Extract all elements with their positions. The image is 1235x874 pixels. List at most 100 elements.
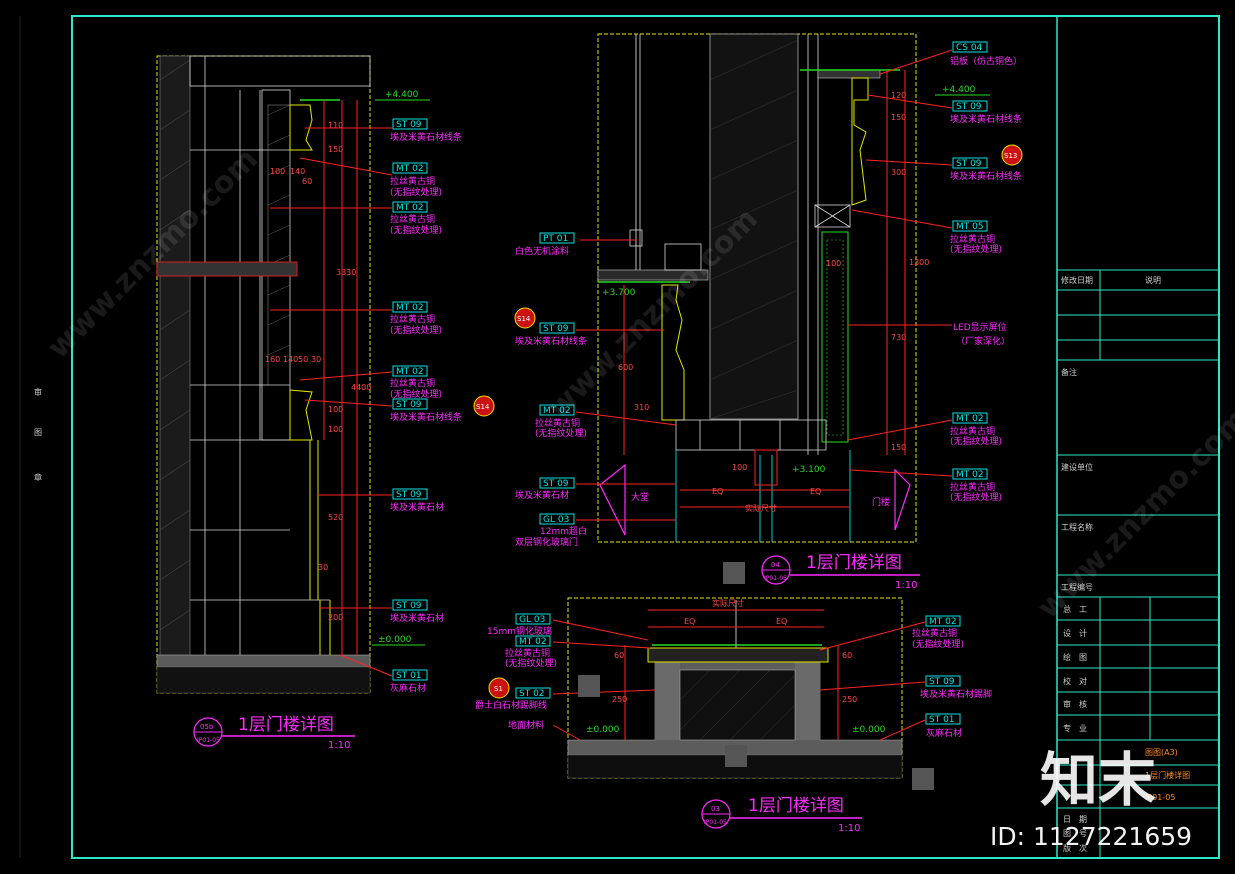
right-label-5: LED显示屏位（厂家深化） [953,321,1010,347]
svg-text:埃及米黄石材踢脚: 埃及米黄石材踢脚 [920,688,992,700]
svg-text:ST 09: ST 09 [956,159,982,169]
tb-sign-6: 专 业 [1063,723,1087,733]
ld-110: 110 [328,121,343,130]
tb-date: 日 期 [1063,815,1087,824]
marker [578,675,600,697]
svg-text:ST 09: ST 09 [543,479,569,489]
ld-200: 200 [328,613,343,622]
svg-text:MT 02: MT 02 [396,164,424,174]
ld-30b: 30 [318,563,328,572]
svg-text:双层钢化玻璃门: 双层钢化玻璃门 [515,536,578,548]
rd-100b: 100 [732,463,747,472]
ld-3330: 3330 [336,268,356,277]
svg-text:拉丝黄古铜: 拉丝黄古铜 [535,417,580,429]
svg-text:ST 09: ST 09 [956,102,982,112]
ld-140: 140 [290,167,305,176]
svg-text:拉丝黄古铜: 拉丝黄古铜 [390,377,435,389]
svg-text:审: 审 [34,387,42,397]
svg-text:埃及米黄石材: 埃及米黄石材 [515,489,569,501]
svg-text:1:10: 1:10 [895,580,917,591]
svg-text:拉丝黄古铜: 拉丝黄古铜 [950,233,995,245]
svg-text:拉丝黄古铜: 拉丝黄古铜 [950,425,995,437]
brand-logo: 知末 [1040,746,1156,814]
right-label-1: CS 04 铝板（仿古铜色） [950,41,1022,67]
room-lobby: 大堂 [631,491,649,503]
svg-text:ST 09: ST 09 [543,324,569,334]
svg-text:MT 02: MT 02 [543,406,571,416]
right-callout-s14: S14 [514,307,536,329]
svg-text:(无指纹处理): (无指纹处理) [535,427,587,439]
left-view-title: 05b IP01-05 1层门楼详图 1:10 [193,715,355,751]
rd-eq2: EQ [810,487,821,496]
right-section-view: 120 150 300 1300 730 150 100 600 310 100… [514,33,1023,591]
svg-text:埃及米黄石材线条: 埃及米黄石材线条 [390,411,462,423]
left-section-view: 110 150 100 140 60 3330 4400 160 140 50 … [156,55,495,751]
svg-text:1层门楼详图: 1层门楼详图 [748,796,844,816]
bd-250a: 250 [612,695,627,704]
svg-text:MT 02: MT 02 [956,470,984,480]
ld-150: 150 [328,145,343,154]
svg-text:埃及米黄石材: 埃及米黄石材 [390,501,444,513]
bottom-label-4: 地面材料 [508,719,544,731]
svg-text:IP01-05: IP01-05 [197,737,220,744]
svg-text:图: 图 [34,428,42,437]
tb-version: 版 次 [1063,843,1087,853]
svg-text:灰麻石材: 灰麻石材 [390,682,426,694]
svg-text:LED显示屏位: LED显示屏位 [953,321,1007,333]
svg-text:MT 02: MT 02 [396,303,424,313]
svg-text:MT 02: MT 02 [956,414,984,424]
bd-actual: 实际尺寸 [712,598,744,608]
svg-text:1层门楼详图: 1层门楼详图 [806,553,902,573]
svg-text:白色无机涂料: 白色无机涂料 [515,245,569,257]
svg-text:埃及米黄石材线条: 埃及米黄石材线条 [950,170,1022,182]
svg-text:ST 09: ST 09 [929,677,955,687]
ld-160: 160 [265,355,280,364]
svg-text:章: 章 [34,472,42,482]
svg-text:ST 01: ST 01 [396,671,422,681]
svg-text:MT 02: MT 02 [396,367,424,377]
svg-text:(无指纹处理): (无指纹处理) [950,491,1002,503]
ld-60: 60 [302,177,312,186]
tb-client: 建设单位 [1061,462,1093,472]
tb-desc: 说明 [1145,275,1161,285]
bottom-level-right: ±0.000 [852,725,886,735]
svg-text:15mm钢化玻璃: 15mm钢化玻璃 [487,625,552,637]
svg-text:CS 04: CS 04 [956,43,983,53]
right-view-title: 04 IP01-05 1层门楼详图 1:10 [761,553,920,591]
svg-text:ST 01: ST 01 [929,715,955,725]
svg-text:铝板（仿古铜色）: 铝板（仿古铜色） [950,55,1022,67]
tb-project: 工程名称 [1061,522,1093,532]
tb-project-no: 工程编号 [1061,582,1093,592]
tb-sign-5: 审 核 [1063,699,1087,709]
svg-text:ST 09: ST 09 [396,601,422,611]
ld-100b: 100 [328,405,343,414]
tb-drawing-no: 图 号 [1063,829,1087,838]
bd-eq2: EQ [776,617,787,626]
svg-text:(无指纹处理): (无指纹处理) [950,435,1002,447]
svg-text:埃及米黄石材线条: 埃及米黄石材线条 [515,335,587,347]
svg-text:04: 04 [771,561,780,569]
marker [912,768,934,790]
room-gate: 门楼 [872,496,890,508]
rd-150b: 150 [891,443,906,452]
svg-text:ST 09: ST 09 [396,400,422,410]
rd-1300: 1300 [909,258,929,267]
bottom-section-view: 实际尺寸 EQ EQ 60 250 60 250 ±0.000 ±0.000 G… [475,597,992,834]
svg-text:IP01-05: IP01-05 [704,819,727,826]
svg-text:1层门楼详图: 1层门楼详图 [238,715,334,735]
